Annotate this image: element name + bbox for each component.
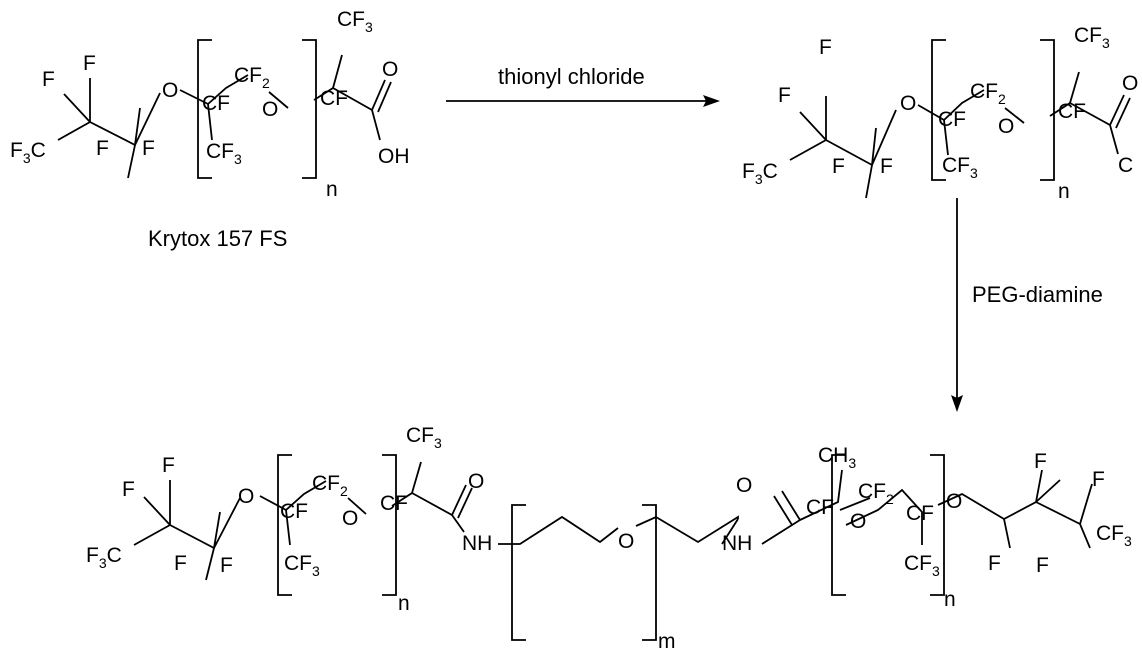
bonds-krytox-acid bbox=[57, 54, 392, 179]
atom-cf: CF bbox=[938, 108, 966, 131]
atom-o: O bbox=[262, 98, 278, 121]
reagent-thionyl-chloride: thionyl chloride bbox=[498, 64, 645, 89]
atom-oh: OH bbox=[378, 145, 410, 168]
atom-o: O bbox=[900, 92, 916, 115]
atom-cf3: CF3 bbox=[284, 552, 320, 579]
atom-o: O bbox=[850, 510, 866, 533]
repeat-index-n: n bbox=[944, 588, 956, 611]
atom-f3c: F3C bbox=[742, 160, 778, 187]
atom-cf3: CF3 bbox=[406, 424, 442, 451]
bracket-left-krytox-acid bbox=[197, 39, 212, 179]
bracket-left-peg bbox=[511, 504, 526, 641]
atom-c: C bbox=[1118, 154, 1133, 177]
atom-o: O bbox=[618, 530, 634, 553]
atom-f: F bbox=[1034, 450, 1047, 473]
atom-f3c: F3C bbox=[10, 139, 46, 166]
atom-f: F bbox=[174, 552, 187, 575]
molecule-krytox-acid: F F F3C F F O CF CF2 O CF3 CF CF3 O OH n bbox=[10, 8, 410, 201]
bracket-right-acid-chloride bbox=[1040, 39, 1055, 181]
atom-cf3: CF3 bbox=[942, 154, 978, 181]
bonds-acid-chloride bbox=[789, 71, 1131, 199]
repeat-index-n: n bbox=[1058, 180, 1070, 203]
arrowhead-step2 bbox=[951, 395, 963, 412]
atom-cf2: CF2 bbox=[234, 64, 270, 91]
atom-cf2: CF2 bbox=[858, 480, 894, 507]
atom-cf: CF bbox=[280, 500, 308, 523]
atom-o: O bbox=[1122, 72, 1138, 95]
atom-o: O bbox=[468, 470, 484, 493]
atom-f: F bbox=[122, 478, 135, 501]
atom-f: F bbox=[819, 36, 832, 59]
bracket-right-pfpe-right bbox=[930, 454, 945, 596]
molecule-peg-diamide: F F F3C F F O CF CF2 O CF3 CF CF3 O NH n… bbox=[86, 424, 1132, 650]
caption-krytox-157-fs: Krytox 157 FS bbox=[148, 226, 287, 251]
bracket-left-acid-chloride bbox=[931, 39, 946, 181]
atom-cf3: CF3 bbox=[1096, 522, 1132, 549]
atom-f: F bbox=[96, 137, 109, 160]
atom-f: F bbox=[778, 84, 791, 107]
atom-f: F bbox=[42, 68, 55, 91]
atom-cf3: CF3 bbox=[1074, 24, 1110, 51]
repeat-index-m: m bbox=[658, 630, 676, 650]
atom-cf3: CF3 bbox=[904, 552, 940, 579]
atom-cf: CF bbox=[906, 502, 934, 525]
atom-f: F bbox=[832, 155, 845, 178]
atom-f: F bbox=[988, 552, 1001, 575]
atom-cf2: CF2 bbox=[970, 80, 1006, 107]
atom-o: O bbox=[946, 490, 962, 513]
atom-o: O bbox=[162, 79, 178, 102]
repeat-index-n: n bbox=[326, 178, 338, 201]
reagent-peg-diamine: PEG-diamine bbox=[972, 282, 1103, 307]
atom-o: O bbox=[382, 58, 398, 81]
atom-f: F bbox=[142, 137, 155, 160]
bracket-right-pfpe-left bbox=[382, 454, 397, 596]
arrow-step1 bbox=[446, 95, 720, 107]
atom-o: O bbox=[998, 115, 1014, 138]
atom-cf: CF bbox=[320, 87, 348, 110]
arrow-step2 bbox=[951, 198, 963, 412]
bracket-right-peg bbox=[642, 504, 657, 641]
atom-f: F bbox=[1092, 468, 1105, 491]
atom-nh: NH bbox=[722, 532, 752, 555]
atom-cf2: CF2 bbox=[312, 472, 348, 499]
atom-o: O bbox=[736, 474, 752, 497]
atom-f: F bbox=[1036, 554, 1049, 577]
atom-f: F bbox=[220, 554, 233, 577]
bonds-right-half bbox=[761, 469, 1093, 549]
bracket-left-pfpe-left bbox=[277, 454, 292, 596]
atom-f: F bbox=[162, 454, 175, 477]
atom-nh: NH bbox=[462, 532, 492, 555]
atom-cf3: CF3 bbox=[206, 140, 242, 167]
atom-cf: CF bbox=[1058, 100, 1086, 123]
atom-cf: CF bbox=[202, 92, 230, 115]
atom-ch3: CH3 bbox=[818, 444, 856, 471]
arrowhead-step1 bbox=[703, 95, 720, 107]
atom-o: O bbox=[342, 507, 358, 530]
atom-cf: CF bbox=[380, 492, 408, 515]
atom-f: F bbox=[83, 52, 96, 75]
bonds-left-half bbox=[133, 461, 473, 581]
repeat-index-n: n bbox=[398, 592, 410, 615]
atom-cf3: CF3 bbox=[337, 8, 373, 35]
atom-f: F bbox=[880, 155, 893, 178]
atom-cf: CF bbox=[806, 496, 834, 519]
atom-o: O bbox=[238, 485, 254, 508]
bracket-right-krytox-acid bbox=[302, 39, 317, 179]
bracket-left-pfpe-right bbox=[831, 454, 846, 596]
atom-f3c: F3C bbox=[86, 544, 122, 571]
molecule-acid-chloride: F F F3C F F O CF CF2 O CF3 CF CF3 O C n bbox=[742, 24, 1138, 203]
